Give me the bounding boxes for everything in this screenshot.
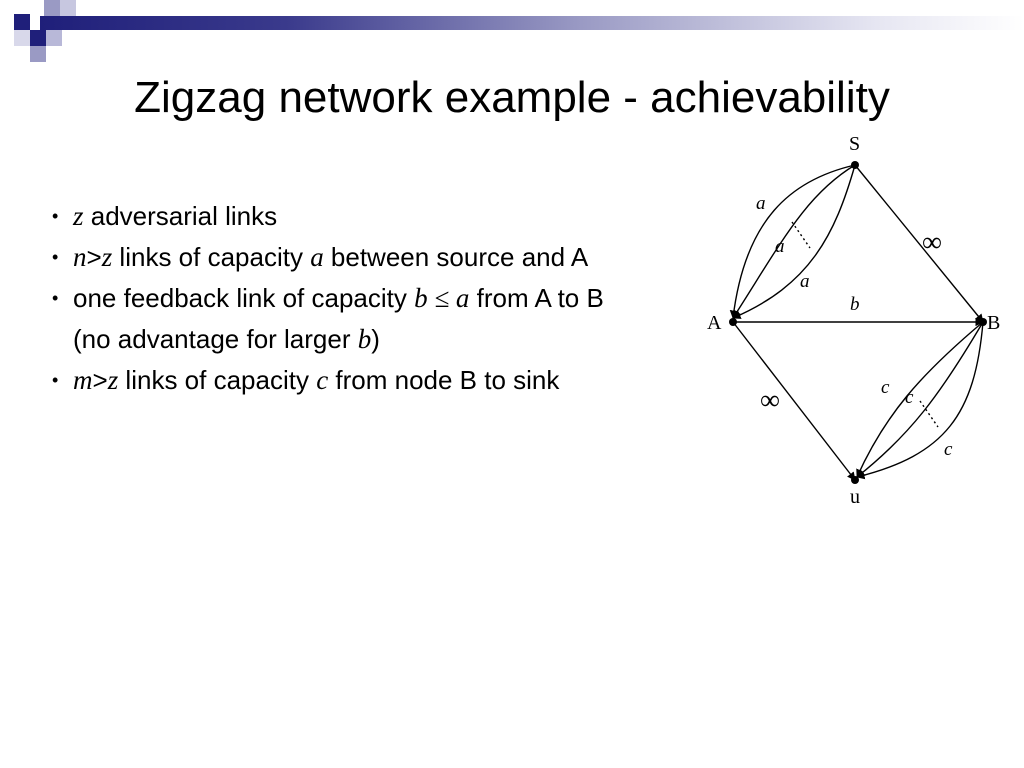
math-symbol: z: [107, 365, 119, 395]
node-u: [851, 476, 859, 484]
edge-s-a-2: [732, 164, 856, 319]
bullet-item: • m>z links of capacity c from node B to …: [52, 360, 642, 401]
edge-b-u-3: [856, 321, 984, 480]
edge-s-b: [854, 164, 984, 323]
bullet-marker: •: [52, 288, 59, 308]
edge-label-c2: c: [905, 387, 914, 408]
math-symbol: a: [310, 242, 324, 272]
edge-label-a1: a: [756, 193, 766, 214]
corner-squares-decoration: [0, 0, 100, 70]
bullet-item: • n>z links of capacity a between source …: [52, 237, 642, 278]
edge-label-inf-s-b: ∞: [922, 227, 942, 258]
bullet-marker: •: [52, 370, 59, 390]
slide-title: Zigzag network example - achievability: [134, 73, 890, 122]
edge-b-u-1: [856, 321, 984, 478]
node-b: [979, 318, 987, 326]
bullet-text: links of capacity: [112, 242, 311, 272]
bullet-item: • z adversarial links: [52, 196, 642, 237]
bullet-text: >: [92, 365, 108, 395]
dotted-between-c-links: [919, 400, 939, 428]
math-symbol: z: [73, 201, 84, 231]
bullet-text: links of capacity: [118, 365, 317, 395]
edge-s-a-1: [729, 164, 856, 319]
edge-label-c1: c: [881, 377, 890, 398]
math-symbol: m: [73, 365, 93, 395]
bullet-text: >: [86, 242, 102, 272]
node-a: [729, 318, 737, 326]
top-gradient-band: [40, 16, 1024, 30]
node-label-s: S: [849, 133, 860, 155]
bullet-text: ): [371, 324, 380, 354]
math-symbol: z: [101, 242, 113, 272]
bullet-text: one feedback link of capacity: [73, 283, 415, 313]
bullet-marker: •: [52, 206, 59, 226]
bullet-text: adversarial links: [83, 201, 278, 231]
node-label-b: B: [987, 312, 1000, 334]
math-symbol: c: [316, 365, 329, 395]
zigzag-network-diagram: S A B u a a a b c c c ∞ ∞: [707, 133, 1000, 508]
node-s: [851, 161, 859, 169]
edge-label-a3: a: [800, 271, 810, 292]
edge-label-c3: c: [944, 439, 953, 460]
bullet-text: from node B to sink: [328, 365, 560, 395]
edge-label-a2: a: [775, 236, 785, 257]
node-label-a: A: [707, 312, 722, 334]
edge-b-u-2: [856, 321, 984, 478]
edge-label-b: b: [850, 294, 860, 315]
edge-label-inf-a-u: ∞: [760, 385, 780, 416]
math-symbol: n: [73, 242, 87, 272]
dotted-between-a-links: [791, 221, 811, 249]
edge-s-a-3: [732, 164, 856, 319]
edge-a-u: [732, 321, 856, 481]
node-label-u: u: [850, 486, 860, 508]
bullet-item: • one feedback link of capacity b ≤ a fro…: [52, 278, 642, 360]
bullet-marker: •: [52, 247, 59, 267]
math-symbol: b ≤ a: [414, 283, 470, 313]
math-symbol: b: [357, 324, 372, 354]
bullet-text: between source and A: [323, 242, 589, 272]
bullet-text: from A to B (no advantage for larger: [73, 283, 604, 354]
bullet-list: •z adversarial links•n>z links of capaci…: [52, 196, 642, 401]
